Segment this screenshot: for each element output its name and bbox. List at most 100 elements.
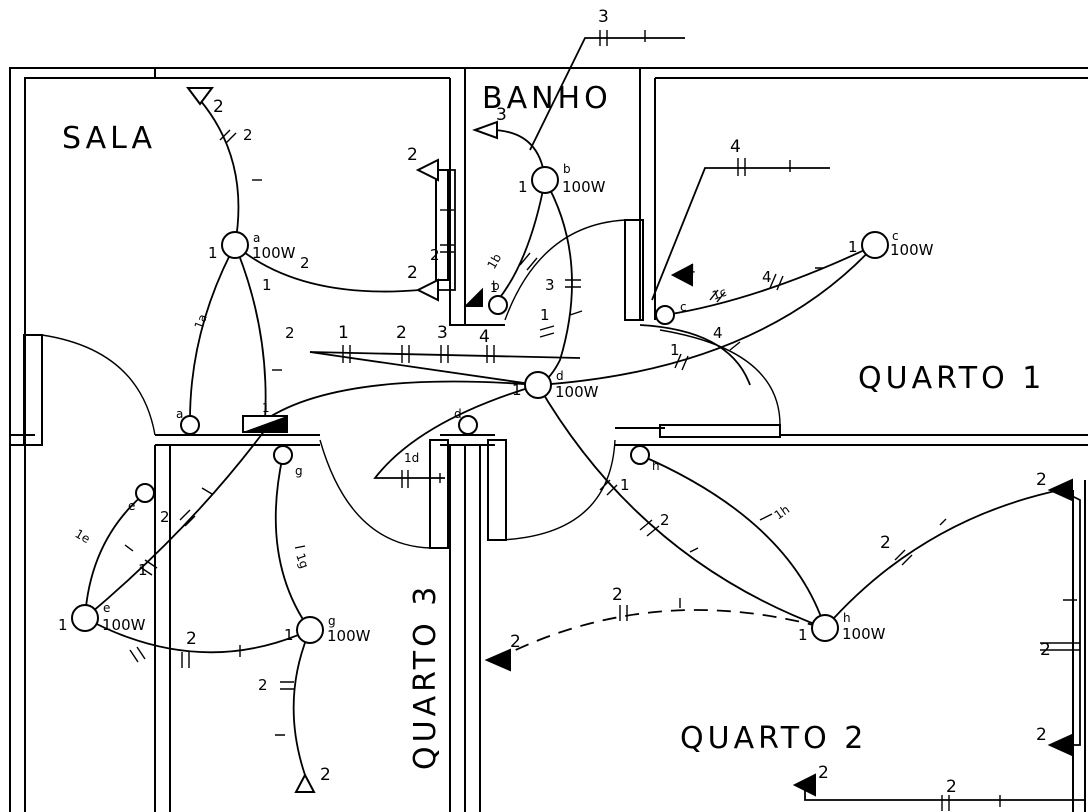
svg-text:2: 2 bbox=[946, 777, 957, 797]
conductor-ticks bbox=[124, 30, 1080, 811]
svg-text:2: 2 bbox=[300, 254, 310, 272]
room-labels: SALA BANHO QUARTO 1 QUARTO 2 QUARTO 3 bbox=[62, 81, 1045, 770]
svg-text:2: 2 bbox=[243, 126, 253, 144]
circuit-labels: 1 2 3 4 3 4 4 4 2 2 2 2 2 2 2 2 2 3 2 2 … bbox=[138, 7, 1051, 797]
svg-text:2: 2 bbox=[818, 763, 829, 783]
door-quarto1-swing bbox=[659, 329, 781, 426]
svg-text:a: a bbox=[176, 407, 183, 421]
lamps: 1 a 100W 1 b 100W 1 c 100W 1 d 100W 1 e … bbox=[58, 162, 934, 645]
svg-text:4: 4 bbox=[686, 261, 696, 279]
svg-text:2: 2 bbox=[396, 323, 407, 343]
outlet-sala-right-lower: 2 bbox=[407, 263, 439, 302]
svg-text:2: 2 bbox=[407, 145, 418, 165]
lamp-c: 1 c 100W bbox=[848, 229, 934, 259]
svg-text:2: 2 bbox=[510, 632, 521, 652]
switch-a: a bbox=[176, 407, 200, 435]
switch-g: g bbox=[273, 445, 303, 478]
lamp-g: 1 g 100W bbox=[284, 614, 371, 645]
svg-text:1: 1 bbox=[512, 381, 522, 399]
svg-text:1: 1 bbox=[58, 616, 68, 634]
svg-text:100W: 100W bbox=[842, 625, 886, 643]
lamp-a: 1 a 100W bbox=[208, 231, 296, 262]
svg-text:1b: 1b bbox=[484, 251, 504, 271]
switch-b: b bbox=[488, 279, 508, 315]
walls bbox=[9, 67, 1088, 812]
outlet-quarto2-right-lower: 2 bbox=[1036, 725, 1073, 757]
door-quarto3-swing bbox=[319, 439, 431, 549]
svg-text:b: b bbox=[563, 162, 571, 176]
svg-text:a: a bbox=[253, 231, 260, 245]
room-label-sala: SALA bbox=[62, 121, 156, 156]
outlet-quarto2-right-upper: 2 bbox=[1036, 470, 1073, 502]
svg-text:1e: 1e bbox=[73, 526, 93, 546]
svg-text:2: 2 bbox=[430, 246, 440, 264]
svg-text:100W: 100W bbox=[562, 178, 606, 196]
svg-text:2: 2 bbox=[213, 97, 224, 117]
switch-leg-labels: 1a 1b 1c 1d 1e 1g 1h bbox=[73, 251, 793, 570]
svg-text:b: b bbox=[492, 279, 500, 293]
lamp-d: 1 d 100W bbox=[512, 369, 599, 401]
distribution-panel: 1 bbox=[242, 401, 288, 433]
svg-text:2: 2 bbox=[186, 629, 197, 649]
door-sala-left-swing bbox=[41, 334, 156, 436]
svg-text:4: 4 bbox=[762, 268, 772, 286]
svg-text:3: 3 bbox=[598, 7, 609, 27]
svg-text:1g: 1g bbox=[293, 551, 311, 570]
svg-text:3: 3 bbox=[545, 276, 555, 294]
svg-text:2: 2 bbox=[1036, 725, 1047, 745]
svg-text:100W: 100W bbox=[890, 241, 934, 259]
svg-text:g: g bbox=[295, 464, 303, 478]
svg-text:1h: 1h bbox=[772, 502, 793, 522]
svg-text:2: 2 bbox=[660, 511, 670, 529]
svg-text:e: e bbox=[128, 499, 135, 513]
svg-text:1: 1 bbox=[670, 341, 680, 359]
svg-text:1: 1 bbox=[620, 476, 630, 494]
svg-text:1: 1 bbox=[284, 626, 294, 644]
lamp-e: 1 e 100W bbox=[58, 601, 146, 634]
switches: a b c d e g h bbox=[128, 279, 687, 513]
svg-text:2: 2 bbox=[880, 533, 891, 553]
outlet-quarto2-left: 2 bbox=[484, 632, 521, 672]
svg-text:100W: 100W bbox=[102, 616, 146, 634]
svg-text:1d: 1d bbox=[404, 451, 419, 465]
svg-text:g: g bbox=[328, 614, 336, 628]
door-quarto3 bbox=[429, 439, 449, 549]
svg-text:2: 2 bbox=[1040, 640, 1051, 660]
svg-text:2: 2 bbox=[1036, 470, 1047, 490]
outlet-quarto3: 2 bbox=[294, 765, 331, 793]
door-banho-swing bbox=[504, 219, 626, 321]
outlet-quarto1: 4 bbox=[670, 261, 696, 287]
svg-text:2: 2 bbox=[612, 585, 623, 605]
svg-text:3: 3 bbox=[437, 323, 448, 343]
room-label-quarto3: QUARTO 3 bbox=[408, 583, 443, 770]
room-label-quarto2: QUARTO 2 bbox=[680, 721, 867, 756]
switch-c: c bbox=[655, 300, 687, 325]
switch-h: h bbox=[630, 445, 660, 473]
outlets: 2 2 2 3 1 4 2 2 bbox=[186, 87, 1073, 797]
door-sala-left bbox=[23, 334, 43, 446]
svg-text:1: 1 bbox=[540, 306, 550, 324]
lamp-b: 1 b 100W bbox=[518, 162, 606, 196]
door-quarto2 bbox=[487, 439, 507, 541]
svg-text:h: h bbox=[843, 611, 851, 625]
panel-label: 1 bbox=[262, 401, 270, 415]
svg-text:c: c bbox=[680, 300, 687, 314]
wiring bbox=[84, 37, 1085, 801]
switch-d-sala: d bbox=[454, 407, 478, 435]
svg-text:d: d bbox=[454, 407, 462, 421]
svg-text:4: 4 bbox=[479, 327, 490, 347]
outlet-banho-low: 1 bbox=[463, 281, 498, 307]
svg-text:4: 4 bbox=[730, 137, 741, 157]
svg-text:c: c bbox=[892, 229, 899, 243]
door-quarto1 bbox=[659, 424, 781, 438]
svg-text:1: 1 bbox=[338, 323, 349, 343]
outlet-quarto2-bottom: 2 bbox=[792, 763, 829, 797]
svg-text:1: 1 bbox=[490, 281, 498, 295]
svg-text:1: 1 bbox=[138, 561, 148, 579]
svg-text:1: 1 bbox=[848, 238, 858, 256]
svg-text:1: 1 bbox=[518, 178, 528, 196]
svg-text:d: d bbox=[556, 369, 564, 383]
door-quarto2-swing bbox=[499, 439, 616, 541]
room-label-quarto1: QUARTO 1 bbox=[858, 361, 1045, 396]
svg-text:h: h bbox=[652, 459, 660, 473]
